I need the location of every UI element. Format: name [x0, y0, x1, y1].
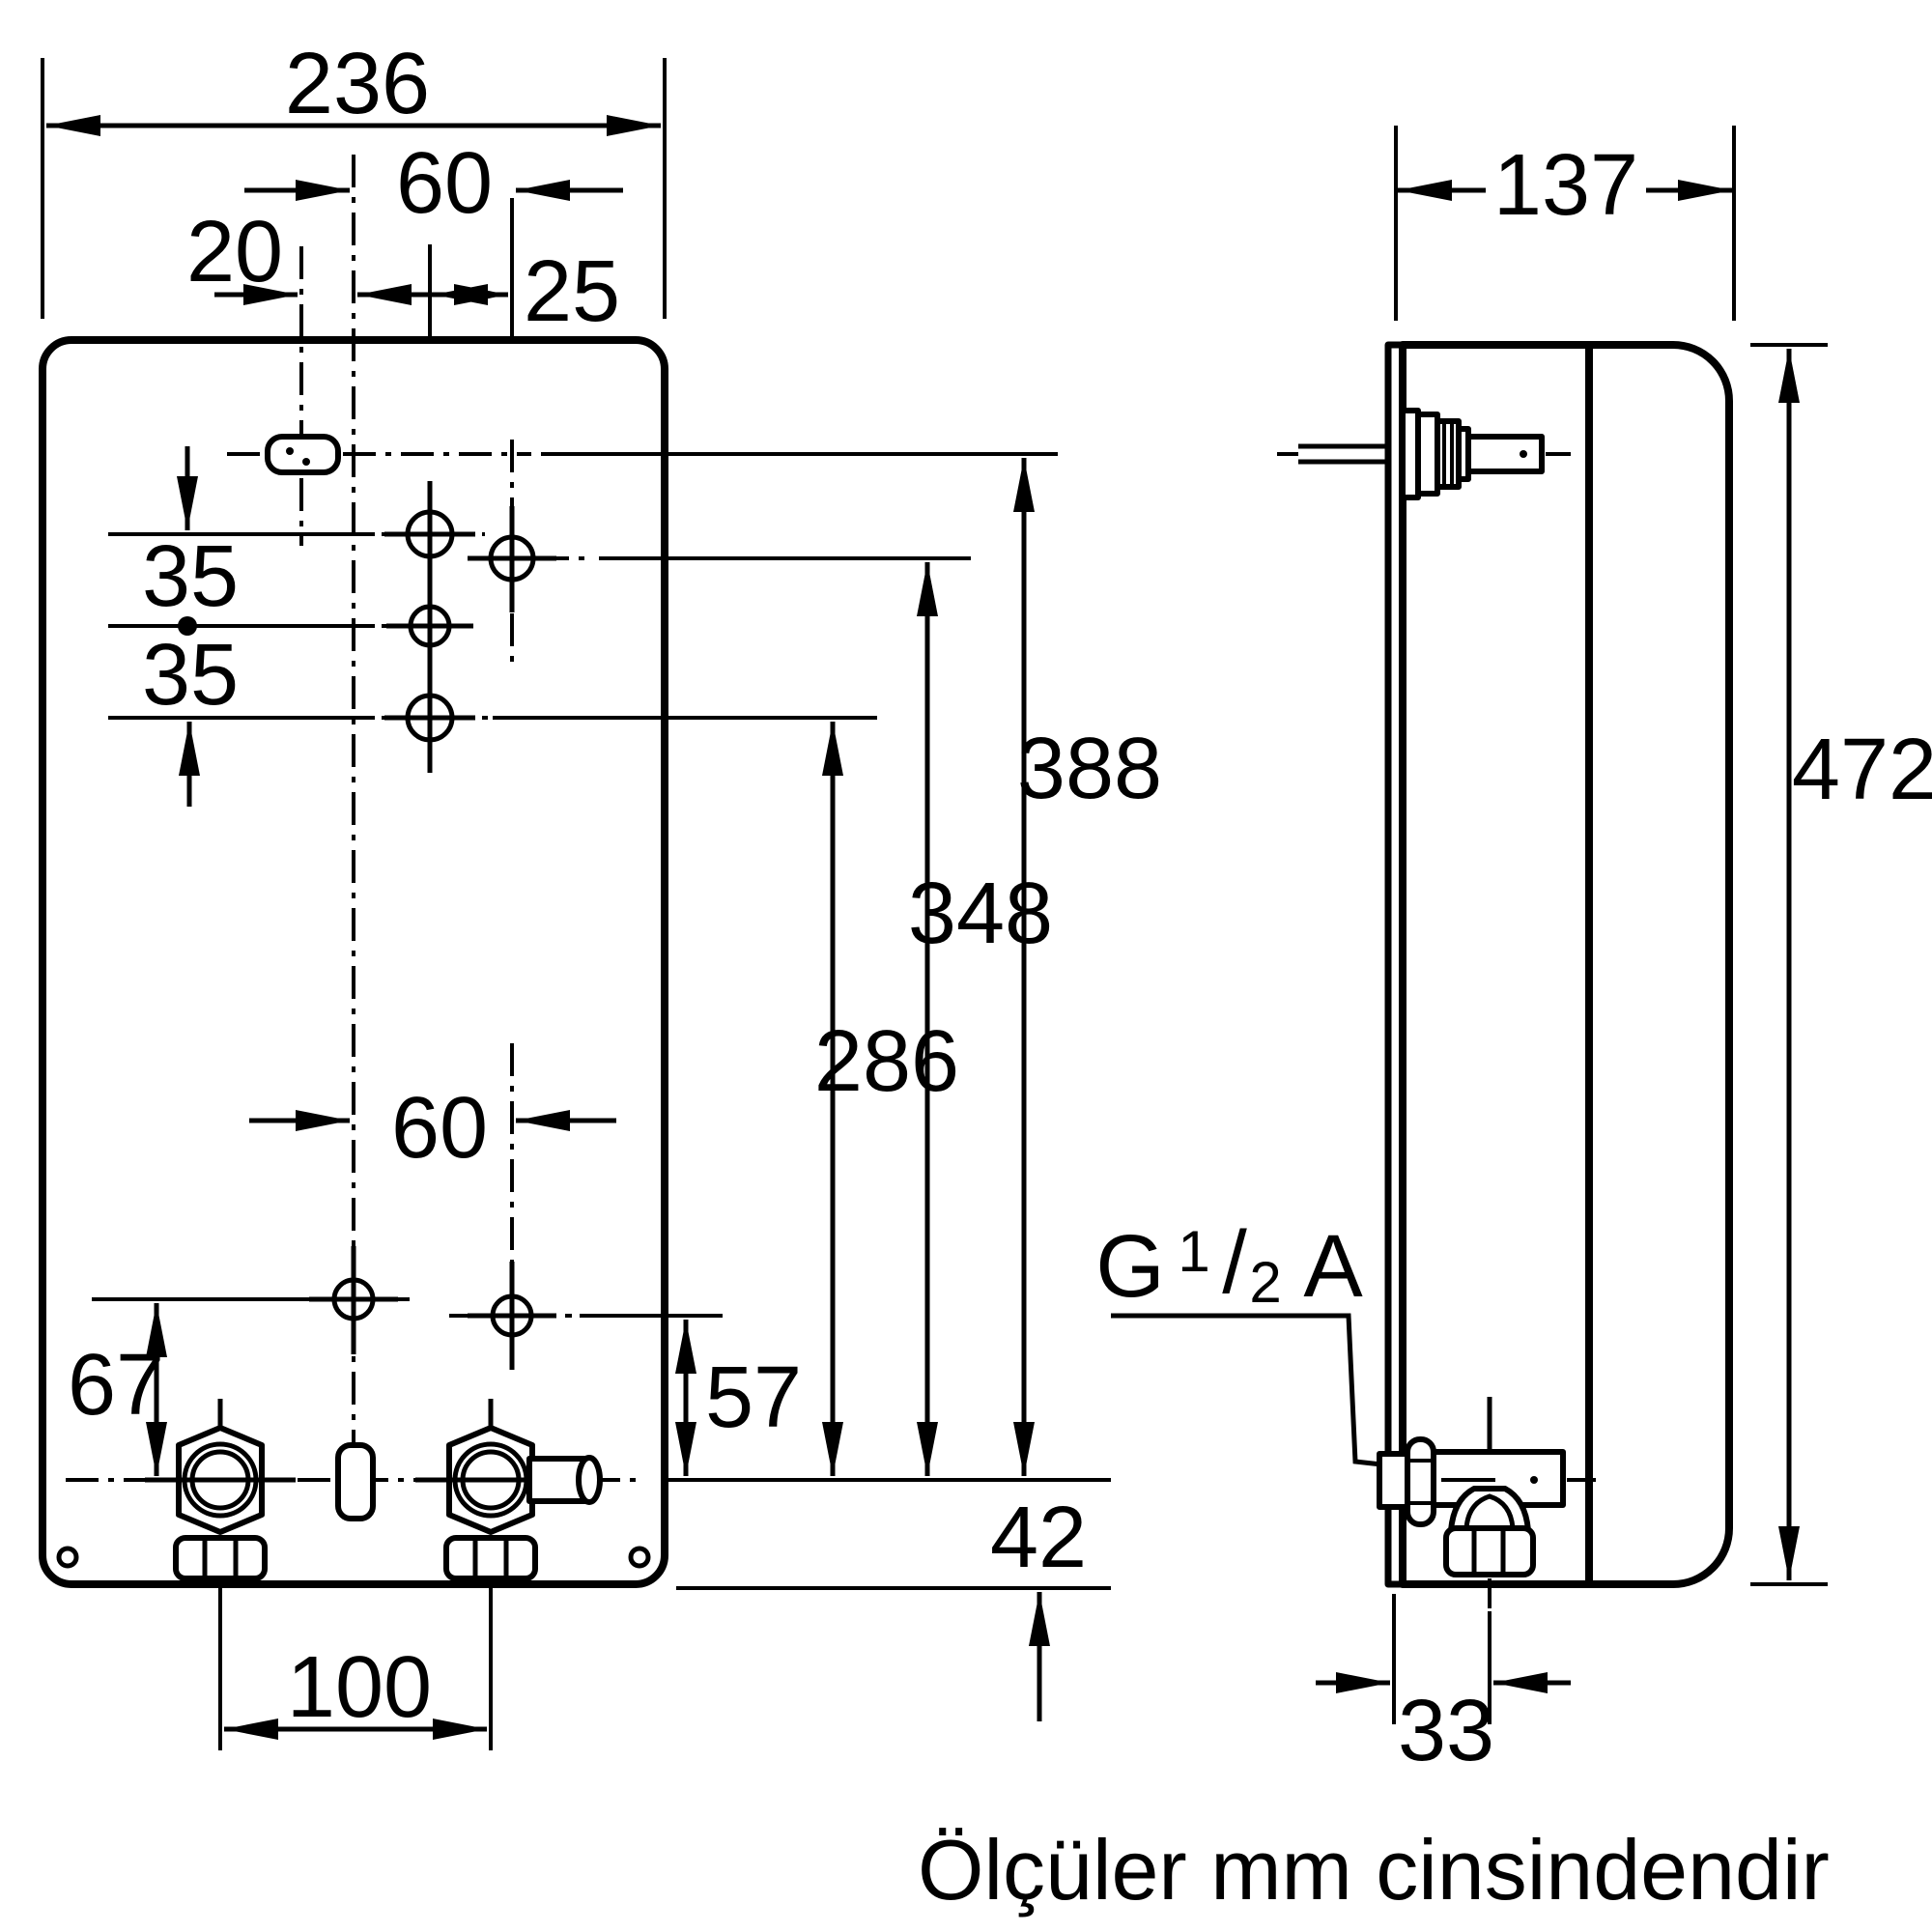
- thread-label-denominator: 2: [1249, 1250, 1281, 1315]
- mounting-slot-bottom: [335, 1442, 376, 1521]
- dim-label-67: 67: [68, 1337, 164, 1434]
- mounting-slot-top: [265, 434, 341, 475]
- drill-holes: [309, 481, 556, 1370]
- units-note: Ölçüler mm cinsindendir: [918, 1822, 1830, 1918]
- fitting-right: [415, 1399, 603, 1605]
- screw-hole-left: [56, 1546, 79, 1569]
- mounting-stud-top: [1277, 408, 1571, 500]
- dim-label-60-top: 60: [396, 135, 493, 232]
- dim-label-100: 100: [287, 1639, 432, 1736]
- dim-label-388: 388: [1017, 721, 1162, 817]
- dim-label-35-2: 35: [142, 627, 239, 724]
- fitting-left: [145, 1399, 296, 1605]
- dim-label-60-mid: 60: [391, 1080, 488, 1177]
- thread-callout: G 1 / 2 A: [1095, 1213, 1382, 1467]
- dim-label-33: 33: [1398, 1683, 1494, 1779]
- dim-label-286: 286: [814, 1013, 959, 1110]
- dim-label-42: 42: [990, 1490, 1087, 1586]
- dim-label-348: 348: [908, 866, 1053, 962]
- screw-hole-right: [628, 1546, 651, 1569]
- slot-dot-1: [286, 447, 294, 455]
- dim-label-front-width: 236: [285, 36, 430, 132]
- thread-label-prefix: G: [1095, 1217, 1165, 1316]
- side-body-outline: [1399, 341, 1733, 1588]
- thread-leader-line: [1111, 1313, 1382, 1467]
- dim-label-20: 20: [186, 204, 283, 300]
- dim-label-25: 25: [524, 243, 620, 340]
- thread-label-slash: /: [1222, 1213, 1247, 1312]
- dim-label-35-1: 35: [142, 528, 239, 625]
- thread-label-suffix: A: [1303, 1217, 1363, 1316]
- side-view: G 1 / 2 A 137 472 33: [1095, 126, 1932, 1779]
- dim-35-shared-point: [178, 616, 197, 636]
- slot-dot-2: [302, 458, 310, 466]
- dim-label-57: 57: [705, 1350, 802, 1446]
- dim-label-height: 472: [1792, 722, 1932, 818]
- thread-label-numerator: 1: [1178, 1219, 1209, 1284]
- outlet-fitting-bottom: [1377, 1397, 1596, 1608]
- front-view: 236 60 20 25 35 35 388 348 286 60 67 57 …: [39, 36, 1162, 1750]
- dim-label-depth: 137: [1493, 137, 1638, 234]
